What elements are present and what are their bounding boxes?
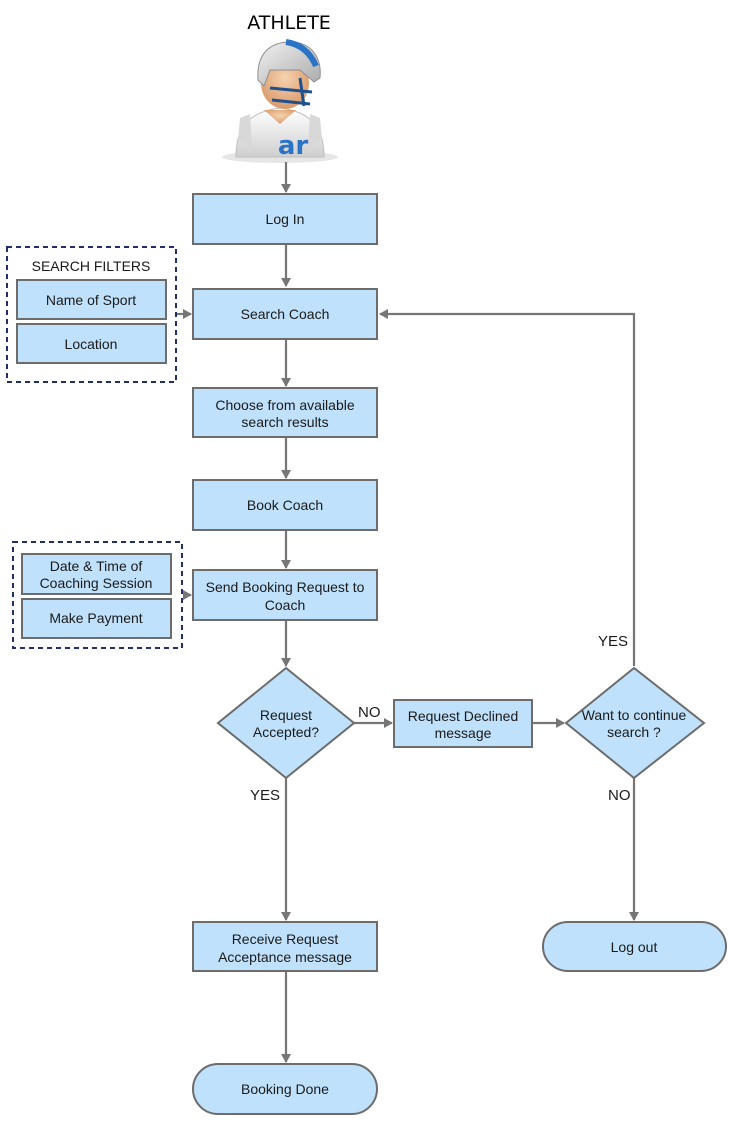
send-request-label-line2: Coach	[265, 597, 305, 613]
request-accepted-label-line1: Request	[260, 707, 312, 723]
booking-details-group: Date & Time of Coaching Session Make Pay…	[12, 541, 183, 649]
search-coach-box	[192, 288, 378, 340]
request-accepted-label-line2: Accepted?	[253, 724, 319, 740]
filter-name-of-sport-label: Name of Sport	[46, 292, 136, 308]
search-filters-group: SEARCH FILTERS Name of Sport Location	[6, 246, 177, 383]
continue-search-label-line2: search ?	[607, 724, 661, 740]
search-filters-title: SEARCH FILTERS	[32, 258, 151, 274]
request-declined-label-line2: message	[435, 725, 492, 741]
date-time-label-line2: Coaching Session	[40, 575, 153, 591]
connectors	[177, 162, 639, 1063]
book-coach-box	[192, 479, 378, 531]
log-in-label: Log In	[266, 211, 305, 227]
book-coach-label: Book Coach	[247, 497, 323, 513]
log-in-box	[192, 193, 378, 245]
choose-results-box	[192, 387, 378, 438]
search-coach-label: Search Coach	[241, 306, 330, 322]
filter-location-box	[16, 323, 167, 364]
date-time-box	[21, 553, 172, 595]
receive-acceptance-label-line2: Acceptance message	[218, 949, 352, 965]
jersey-text: ar	[278, 131, 309, 161]
edge-label-continue-yes: YES	[598, 633, 628, 650]
continue-search-label-line1: Want to continue	[582, 707, 687, 723]
edge-label-accepted-yes: YES	[250, 787, 280, 804]
filter-name-of-sport-box	[16, 279, 167, 320]
edge-label-accepted-no: NO	[358, 704, 381, 721]
date-time-label-line1: Date & Time of	[50, 558, 143, 574]
diagram-title: ATHLETE	[247, 12, 331, 34]
send-request-box	[192, 569, 378, 621]
continue-search-decision	[564, 666, 706, 780]
log-out-terminal	[542, 921, 727, 972]
choose-results-label-line1: Choose from available	[215, 397, 355, 413]
request-declined-box	[393, 699, 533, 748]
send-request-label-line1: Send Booking Request to	[206, 579, 365, 595]
receive-acceptance-box	[192, 921, 378, 972]
log-out-label: Log out	[611, 939, 658, 955]
football-player-icon: ar	[222, 39, 338, 163]
make-payment-box	[21, 598, 172, 639]
filter-location-label: Location	[65, 336, 118, 352]
edge-label-continue-no: NO	[608, 787, 631, 804]
request-declined-label-line1: Request Declined	[408, 708, 519, 724]
choose-results-label-line2: search results	[241, 414, 328, 430]
make-payment-label: Make Payment	[49, 610, 142, 626]
receive-acceptance-label-line1: Receive Request	[232, 931, 339, 947]
booking-done-terminal	[192, 1063, 378, 1115]
booking-done-label: Booking Done	[241, 1081, 329, 1097]
request-accepted-decision	[216, 666, 356, 780]
